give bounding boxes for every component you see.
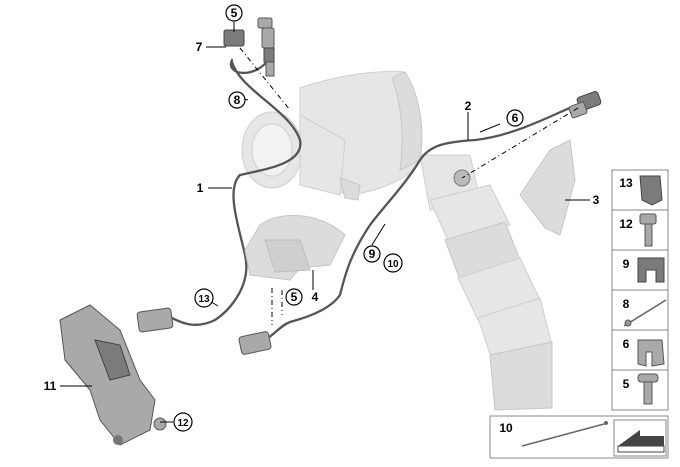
callout-7: 7 xyxy=(196,40,203,54)
cut-arrow-icon xyxy=(613,419,667,457)
footer-legend-10: 10 xyxy=(489,415,669,459)
callout-13-circle xyxy=(194,288,214,308)
clip-nut-icon xyxy=(639,175,663,206)
callout-13: 13 xyxy=(198,294,210,305)
callout-9: 9 xyxy=(369,247,376,261)
leader-lines xyxy=(60,22,590,423)
legend-number-13: 13 xyxy=(619,176,633,190)
heat-shield-bracket xyxy=(519,139,576,236)
cable-clip-icon xyxy=(637,339,665,367)
callout-9-circle xyxy=(363,245,381,263)
callout-5b-circle xyxy=(285,288,303,306)
parts-legend: 13 12 9 8 6 5 xyxy=(611,169,669,411)
oxygen-sensor xyxy=(223,17,275,77)
heat-shield xyxy=(244,214,346,281)
hose-icon xyxy=(521,421,608,447)
callout-5a: 5 xyxy=(231,6,238,20)
legend-number-12: 12 xyxy=(619,217,633,231)
exhaust-temperature-sensor xyxy=(453,91,602,187)
cable-tie-icon xyxy=(623,299,667,327)
callout-2: 2 xyxy=(465,99,472,113)
callout-11: 11 xyxy=(44,379,57,393)
hex-bolt-washer-icon xyxy=(637,373,659,405)
callout-6: 6 xyxy=(512,111,519,125)
callout-1: 1 xyxy=(197,181,204,195)
legend-number-5: 5 xyxy=(623,377,630,391)
callout-12-circle xyxy=(173,412,193,432)
mounting-bracket xyxy=(59,304,167,446)
legend-cell-5 xyxy=(611,369,669,411)
legend-number-6: 6 xyxy=(623,337,630,351)
callout-10: 10 xyxy=(387,259,399,270)
callout-8-circle xyxy=(228,91,246,109)
legend-number-8: 8 xyxy=(623,297,630,311)
callout-8: 8 xyxy=(234,93,241,107)
hex-bolt-icon xyxy=(639,213,657,247)
callout-labels: 5 7 8 1 2 6 3 9 10 5 4 13 11 12 xyxy=(44,4,600,432)
callout-10-circle xyxy=(383,253,403,273)
callout-4: 4 xyxy=(312,290,319,304)
callout-6-circle xyxy=(506,109,524,127)
legend-number-10: 10 xyxy=(499,421,513,435)
callout-12: 12 xyxy=(177,418,189,429)
legend-number-9: 9 xyxy=(623,257,630,271)
callout-5a-circle xyxy=(225,4,243,22)
legend-cell-8 xyxy=(611,289,669,331)
catalytic-converter-ghost xyxy=(241,71,553,411)
connectors xyxy=(136,307,272,355)
rubber-grommet-icon xyxy=(637,257,665,283)
callout-3: 3 xyxy=(593,193,600,207)
callout-5b: 5 xyxy=(291,290,298,304)
wiring-harness xyxy=(170,56,587,342)
